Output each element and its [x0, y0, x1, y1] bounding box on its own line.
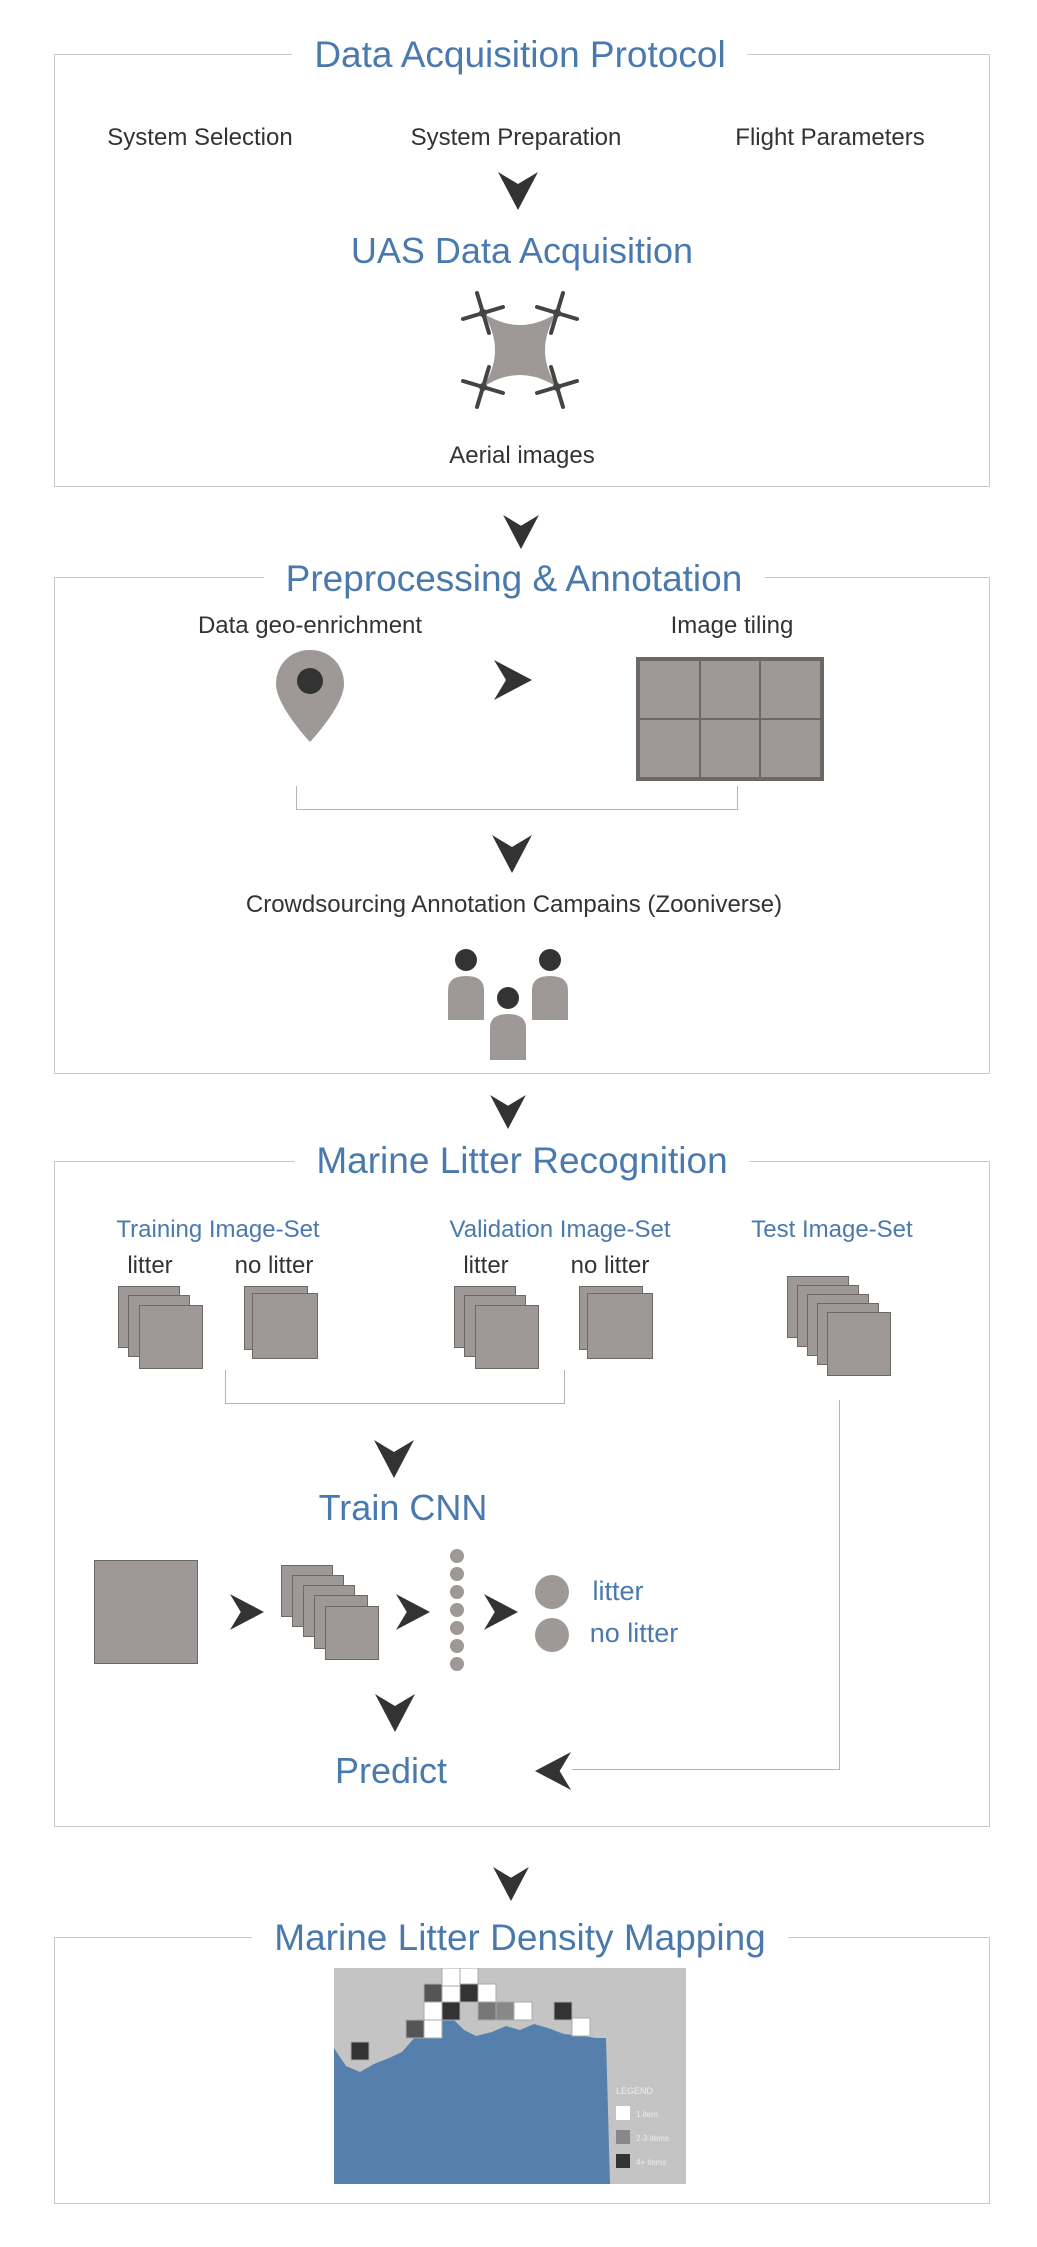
down-arrow-icon — [503, 515, 539, 549]
drone-icon — [461, 291, 579, 409]
validation-set-title: Validation Image-Set — [449, 1216, 671, 1243]
test-to-predict-connector — [572, 1400, 840, 1770]
recognition-title: Marine Litter Recognition — [294, 1142, 750, 1179]
down-arrow-icon — [492, 835, 532, 873]
mapping-title: Marine Litter Density Mapping — [252, 1919, 788, 1956]
image-tiling-label: Image tiling — [670, 612, 794, 639]
right-arrow-icon — [396, 1594, 430, 1630]
acquisition-title: Data Acquisition Protocol — [292, 36, 748, 73]
training-validation-bracket — [225, 1370, 565, 1404]
left-arrow-icon — [534, 1752, 572, 1790]
map-legend-title: LEGEND — [616, 2086, 654, 2096]
down-arrow-icon — [498, 172, 538, 210]
output-litter-label: litter — [592, 1576, 644, 1606]
down-arrow-icon — [493, 1867, 529, 1901]
input-image-square — [94, 1560, 198, 1664]
training-litter-label: litter — [127, 1252, 173, 1279]
uas-acquisition-subtitle: UAS Data Acquisition — [350, 230, 694, 271]
recognition-panel — [54, 1161, 990, 1827]
output-no-litter-label: no litter — [589, 1618, 679, 1648]
map-legend-item-1: 1 item — [636, 2110, 658, 2119]
crowdsourcing-label: Crowdsourcing Annotation Campains (Zooni… — [245, 891, 783, 918]
validation-litter-label: litter — [463, 1252, 509, 1279]
down-arrow-icon — [490, 1095, 526, 1129]
down-arrow-icon — [374, 1440, 414, 1478]
down-arrow-icon — [375, 1694, 415, 1732]
right-arrow-icon — [494, 660, 532, 700]
map-legend-item-2: 2-3 items — [636, 2134, 669, 2143]
density-map-illustration: LEGEND 1 item 2-3 items 4+ items — [334, 1968, 686, 2184]
geo-enrichment-label: Data geo-enrichment — [197, 612, 423, 639]
train-cnn-title: Train CNN — [318, 1487, 488, 1528]
preprocessing-title: Preprocessing & Annotation — [263, 560, 765, 597]
test-set-title: Test Image-Set — [751, 1216, 913, 1243]
merge-bracket — [296, 786, 738, 810]
predict-title: Predict — [334, 1750, 448, 1791]
right-arrow-icon — [484, 1594, 518, 1630]
output-nodes-icon — [535, 1575, 569, 1652]
flight-parameters-label: Flight Parameters — [735, 124, 925, 151]
map-legend-item-3: 4+ items — [636, 2158, 666, 2167]
location-pin-icon — [276, 650, 344, 742]
image-tiling-grid-icon — [636, 657, 824, 781]
validation-no-litter-label: no litter — [570, 1252, 650, 1279]
system-preparation-label: System Preparation — [410, 124, 622, 151]
right-arrow-icon — [230, 1594, 264, 1630]
crowd-people-icon — [448, 949, 568, 1060]
system-selection-label: System Selection — [107, 124, 293, 151]
dense-layer-nodes-icon — [450, 1549, 464, 1671]
aerial-images-caption: Aerial images — [449, 442, 595, 469]
training-set-title: Training Image-Set — [116, 1216, 320, 1243]
training-no-litter-label: no litter — [234, 1252, 314, 1279]
